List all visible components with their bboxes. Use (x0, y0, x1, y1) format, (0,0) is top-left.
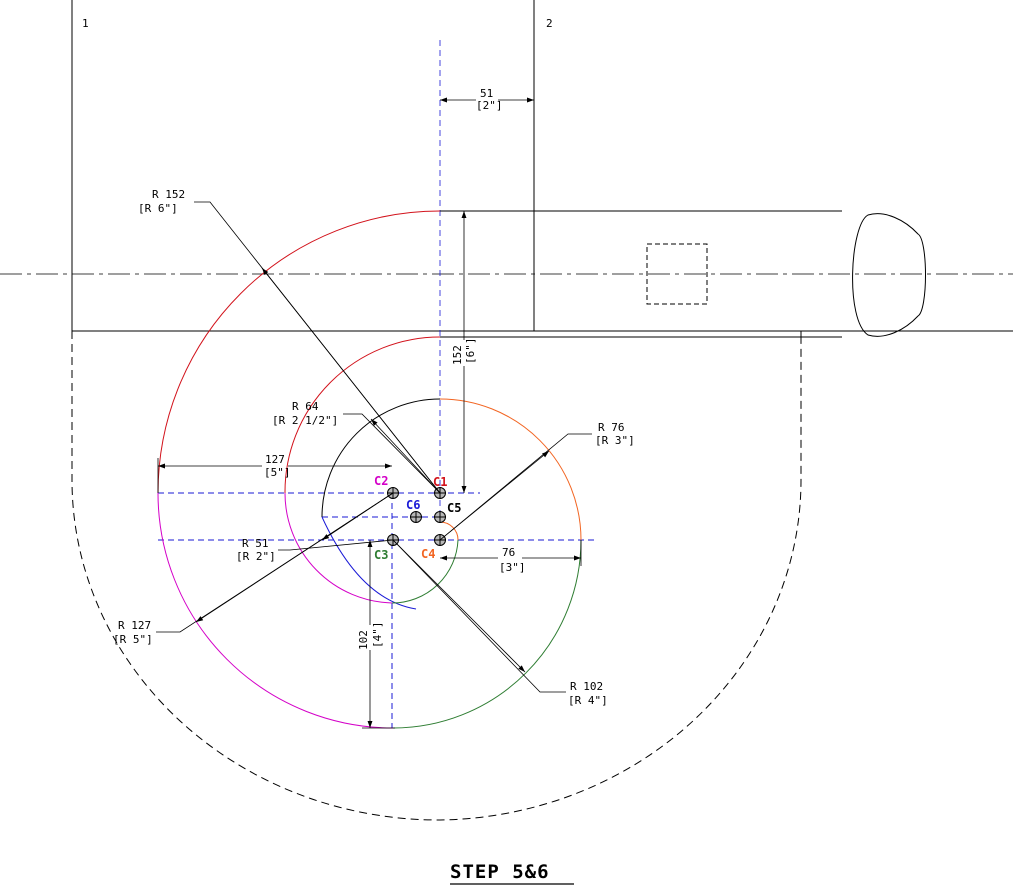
radius-64-imperial: [R 2 1/2"] (272, 414, 338, 427)
fan-motor-outline (852, 213, 926, 337)
grid-label-2: 2 (546, 17, 553, 30)
center-point-c5 (434, 511, 446, 523)
dim-51-imperial: [2"] (476, 99, 503, 112)
center-label-c3: C3 (374, 548, 388, 562)
step-title: STEP 5&6 (450, 861, 550, 883)
radius-51-imperial: [R 2"] (236, 550, 276, 563)
radius-102-metric: R 102 (570, 680, 603, 693)
arc-c5 (321, 398, 441, 518)
radius-76-metric: R 76 (598, 421, 625, 434)
center-label-c2: C2 (374, 474, 388, 488)
dim-102-metric: 102 (357, 630, 370, 650)
construction-lines (158, 492, 596, 728)
arc-c1-outer (157, 210, 441, 494)
radius-127-imperial: [R 5"] (113, 633, 153, 646)
radius-152-metric: R 152 (152, 188, 185, 201)
radius-76-imperial: [R 3"] (595, 434, 635, 447)
center-point-c6 (410, 511, 422, 523)
dim-76-metric: 76 (502, 546, 515, 559)
dim-76-imperial: [3"] (499, 561, 526, 574)
arc-c2 (157, 492, 394, 729)
radius-152-imperial: [R 6"] (138, 202, 178, 215)
inlet-dashed-box (646, 243, 708, 305)
dimension-lines (157, 97, 582, 729)
arc-c1-inner (284, 336, 441, 494)
dim-152-metric: 152 (451, 345, 464, 365)
center-label-c6: C6 (406, 498, 420, 512)
frame-lines (71, 0, 1013, 338)
housing-dashed-outline (71, 331, 802, 821)
radius-64-metric: R 64 (292, 400, 319, 413)
radius-labels: R 152 [R 6"] R 64 [R 2 1/2"] R 76 [R 3"]… (113, 188, 635, 707)
dim-102-imperial: [4"] (371, 622, 384, 649)
dimension-labels: 51 [2"] 152 [6"] 127 [5"] 76 [3"] 102 [4… (264, 87, 526, 650)
radius-127-metric: R 127 (118, 619, 151, 632)
arc-c3 (392, 539, 582, 729)
center-label-c5: C5 (447, 501, 461, 515)
dim-152-imperial: [6"] (464, 338, 477, 365)
grid-label-1: 1 (82, 17, 89, 30)
center-lines (0, 40, 1013, 520)
radius-leaders (156, 201, 592, 693)
radius-102-imperial: [R 4"] (568, 694, 608, 707)
center-label-c4: C4 (421, 547, 435, 561)
radius-51-metric: R 51 (242, 537, 269, 550)
arc-c4 (439, 398, 582, 541)
dim-127-imperial: [5"] (264, 466, 291, 479)
dim-51-metric: 51 (480, 87, 493, 100)
center-label-c1: C1 (433, 475, 447, 489)
dim-127-metric: 127 (265, 453, 285, 466)
